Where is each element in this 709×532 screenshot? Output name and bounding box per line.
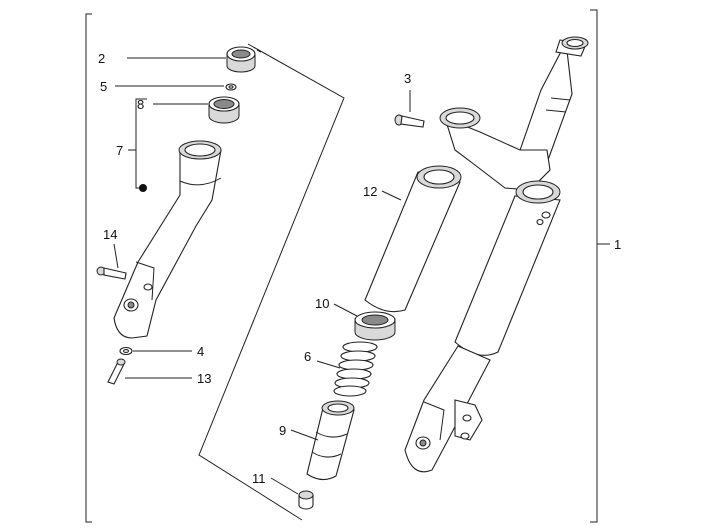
callout-11: 11 (252, 471, 266, 486)
part-collar (298, 490, 314, 510)
part-complete-fork (404, 36, 589, 473)
part-fork-slider-left (113, 140, 222, 339)
part-clip (225, 83, 237, 91)
callout-4: 4 (197, 344, 204, 359)
callout-12: 12 (363, 184, 377, 199)
part-dust-seal (226, 46, 256, 73)
part-washer (119, 346, 133, 356)
callout-6: 6 (304, 349, 311, 364)
part-bushing (354, 311, 396, 341)
part-bolt-14 (96, 266, 127, 280)
callout-8: 8 (137, 97, 144, 112)
part-bolt-13 (107, 358, 126, 385)
marker-dot (139, 184, 147, 192)
part-spring (333, 341, 378, 397)
callout-labels: 1 2 3 4 5 6 7 8 9 10 11 12 13 14 (98, 51, 621, 486)
callout-10: 10 (315, 296, 329, 311)
callout-1: 1 (614, 237, 621, 252)
callout-5: 5 (100, 79, 107, 94)
assembly-bracket (85, 9, 610, 523)
leader-lines (113, 57, 411, 495)
callout-9: 9 (279, 423, 286, 438)
part-fork-tube (364, 165, 462, 313)
part-pinch-bolt (394, 114, 425, 128)
callout-2: 2 (98, 51, 105, 66)
callout-13: 13 (197, 371, 211, 386)
callout-3: 3 (404, 71, 411, 86)
part-damper-cylinder (306, 400, 355, 481)
inner-group-outline (198, 43, 345, 521)
callout-14: 14 (103, 227, 117, 242)
part-oil-seal (208, 96, 240, 124)
callout-7: 7 (116, 143, 123, 158)
